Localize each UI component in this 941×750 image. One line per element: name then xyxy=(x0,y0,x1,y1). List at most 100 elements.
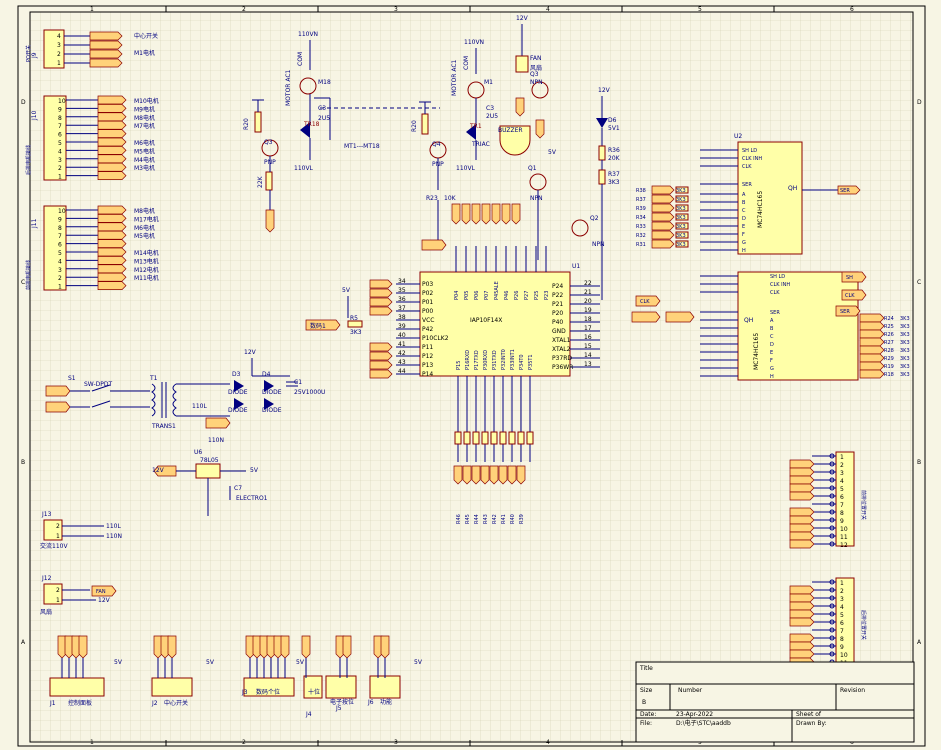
pin-name: GND xyxy=(552,328,566,335)
resistor xyxy=(675,240,689,248)
pin-name: P02 xyxy=(422,290,433,297)
net-port xyxy=(481,203,491,225)
pin-number: 7 xyxy=(58,123,62,130)
net-port xyxy=(97,239,127,248)
net-port xyxy=(97,264,127,274)
resistor-value: 3K3 xyxy=(676,233,686,239)
svg-text:M1: M1 xyxy=(484,79,493,86)
svg-text:PO开关: PO开关 xyxy=(25,45,32,62)
net-port xyxy=(471,203,481,225)
pin-name: P26 xyxy=(514,291,520,300)
resistor-value: 3K3 xyxy=(900,316,910,322)
net-port xyxy=(369,360,393,370)
sheet-border xyxy=(17,5,926,747)
pin-number: 22 xyxy=(584,280,592,287)
resistor xyxy=(463,431,471,445)
svg-text:ELECTRO1: ELECTRO1 xyxy=(236,495,268,502)
net-port xyxy=(789,633,815,643)
svg-text:D3: D3 xyxy=(232,371,241,378)
net-label: M5电机 xyxy=(134,232,155,240)
net-port xyxy=(97,154,127,164)
net-port xyxy=(97,281,127,290)
net-port xyxy=(789,585,815,595)
pin-name: P25 xyxy=(534,291,540,300)
resistor-name: R24 xyxy=(884,316,894,322)
svg-text:R20: R20 xyxy=(243,118,250,130)
net-port xyxy=(78,635,88,659)
pin-name: VCC xyxy=(422,317,434,324)
svg-text:SER: SER xyxy=(840,188,850,194)
pin-dot xyxy=(829,509,835,515)
connector-j11: J11 前排电机接线 10987654321M8电机M17电机M6电机M5电机M… xyxy=(25,205,159,291)
svg-text:TR1: TR1 xyxy=(469,123,482,130)
pin-name: P36WR xyxy=(552,364,573,371)
row-marker-left: A xyxy=(21,639,26,646)
pin-name: P23 xyxy=(544,291,550,300)
svg-text:J4: J4 xyxy=(305,711,312,718)
svg-text:12V: 12V xyxy=(152,467,165,474)
svg-text:R5: R5 xyxy=(350,315,358,322)
pin-number: 37 xyxy=(398,305,406,312)
net-port xyxy=(651,221,675,231)
pin-number: 2 xyxy=(58,275,62,282)
svg-text:BUZZER: BUZZER xyxy=(498,127,523,134)
svg-text:110N: 110N xyxy=(106,533,122,540)
svg-text:C3: C3 xyxy=(486,105,494,112)
pin-number: 19 xyxy=(584,307,592,314)
resistor-name: R38 xyxy=(636,188,646,194)
pin-number: 4 xyxy=(840,604,844,611)
resistor-name: R37 xyxy=(636,197,646,203)
connector-j12: J12 21 FAN 12V 风扇 xyxy=(40,575,117,616)
svg-text:110VN: 110VN xyxy=(298,31,318,38)
net-label: M10电机 xyxy=(134,97,159,105)
net-port xyxy=(789,459,815,469)
svg-text:J9: J9 xyxy=(31,52,38,59)
row-marker-left: C xyxy=(21,279,25,286)
pin-number: 6 xyxy=(840,620,844,627)
resistor xyxy=(675,231,689,239)
pin-name: P10CLK2 xyxy=(422,335,449,342)
pin-name: P03 xyxy=(422,281,433,288)
resistor-name: R27 xyxy=(884,340,894,346)
pin-dot xyxy=(829,619,835,625)
resistor-value: 3K3 xyxy=(676,215,686,221)
pin-dot xyxy=(829,453,835,459)
svg-text:CLK: CLK xyxy=(845,293,855,299)
svg-text:Q1: Q1 xyxy=(528,165,537,172)
net-label: M13电机 xyxy=(134,257,159,265)
net-label: M5电机 xyxy=(134,147,155,155)
pin-number: 39 xyxy=(398,323,406,330)
net-port xyxy=(651,230,675,240)
pin-dot xyxy=(829,579,835,585)
svg-text:22K: 22K xyxy=(257,175,264,188)
net-port xyxy=(97,214,127,223)
svg-text:3K3: 3K3 xyxy=(350,329,362,336)
svg-text:风扇: 风扇 xyxy=(530,64,542,72)
svg-text:T1: T1 xyxy=(149,375,158,382)
row-marker-left: D xyxy=(21,99,26,106)
svg-text:交流110V: 交流110V xyxy=(40,542,68,550)
pin-name: F xyxy=(770,358,773,364)
pin-number: 18 xyxy=(584,316,592,323)
pin-number: 10 xyxy=(840,526,848,533)
pin-name: P46 xyxy=(504,291,510,300)
net-port xyxy=(789,593,815,603)
svg-text:Size: Size xyxy=(640,687,653,694)
pin-name: C xyxy=(770,334,774,340)
pin-number: 7 xyxy=(840,502,844,509)
pin-number: 3 xyxy=(840,596,844,603)
resistor xyxy=(675,213,689,221)
resistor-name: R25 xyxy=(884,324,894,330)
net-label: M17电机 xyxy=(134,215,159,223)
svg-text:U2: U2 xyxy=(734,133,742,140)
svg-text:MC74HC165: MC74HC165 xyxy=(757,191,764,228)
pin-number: 7 xyxy=(58,233,62,240)
pin-name: XTAL1 xyxy=(552,337,571,344)
pin-dot xyxy=(829,611,835,617)
column-marker-top: 1 xyxy=(90,6,94,13)
net-port xyxy=(789,601,815,611)
net-port xyxy=(489,465,499,485)
pin-name: D xyxy=(742,216,746,222)
